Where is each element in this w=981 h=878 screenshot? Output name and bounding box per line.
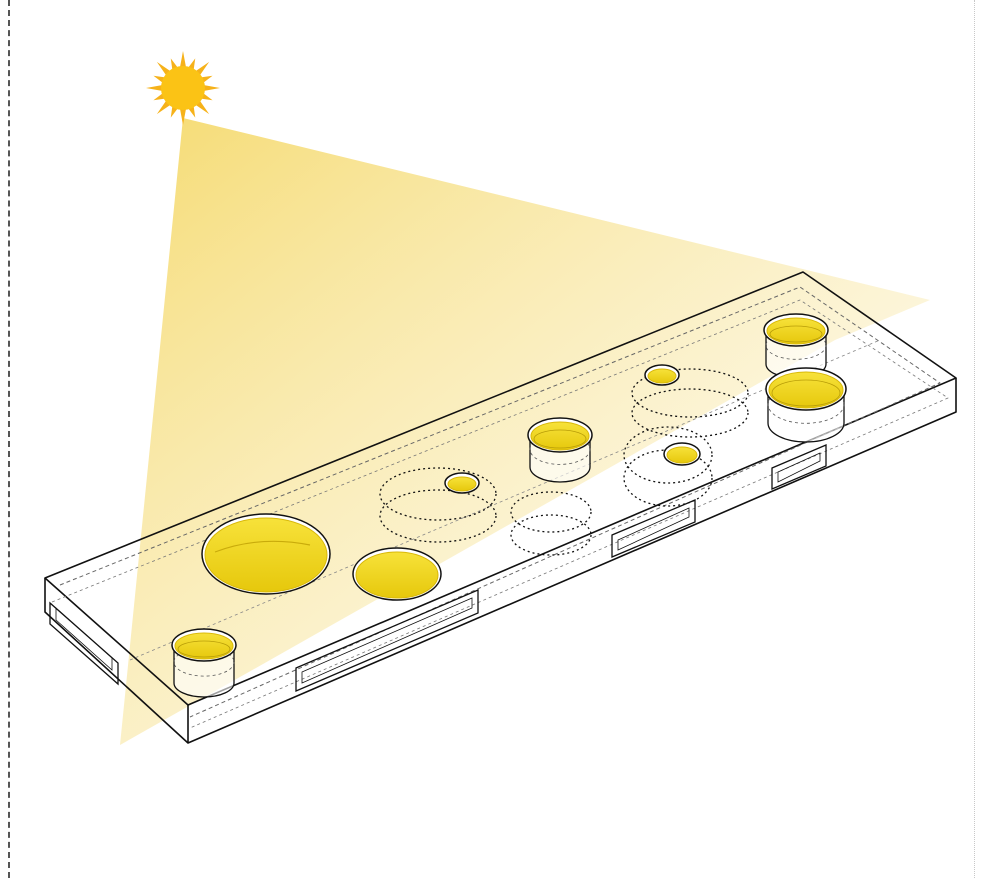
sun-ray (203, 85, 220, 91)
edge-opening-1-inner (56, 608, 112, 670)
skylight-front-corner (172, 629, 236, 697)
sun-ray (180, 51, 186, 68)
skylight-medium (353, 548, 441, 600)
skylight-glass (205, 518, 327, 592)
sun-ray (146, 85, 163, 91)
sun-disc (161, 66, 205, 110)
skylight-glass (175, 633, 233, 659)
skylight-glass (648, 369, 676, 383)
skylight-glass (448, 477, 476, 491)
sun-icon (146, 51, 220, 125)
edge-opening-4 (772, 445, 826, 489)
skylight-large (202, 514, 330, 594)
skylight-center (528, 418, 592, 482)
skylight-glass (356, 552, 438, 598)
skylight-glass (767, 318, 825, 344)
skylight-ring-small-3 (664, 443, 700, 465)
skylight-back-lower (766, 368, 846, 442)
skylight-ring-small-1 (445, 473, 479, 493)
edge-opening-3 (612, 500, 695, 557)
edge-opening-1 (50, 603, 118, 684)
skylight-glass (769, 372, 843, 408)
skylight-glass (667, 447, 697, 463)
skylight-ring-small-2 (645, 365, 679, 385)
skylight-glass (531, 422, 589, 450)
